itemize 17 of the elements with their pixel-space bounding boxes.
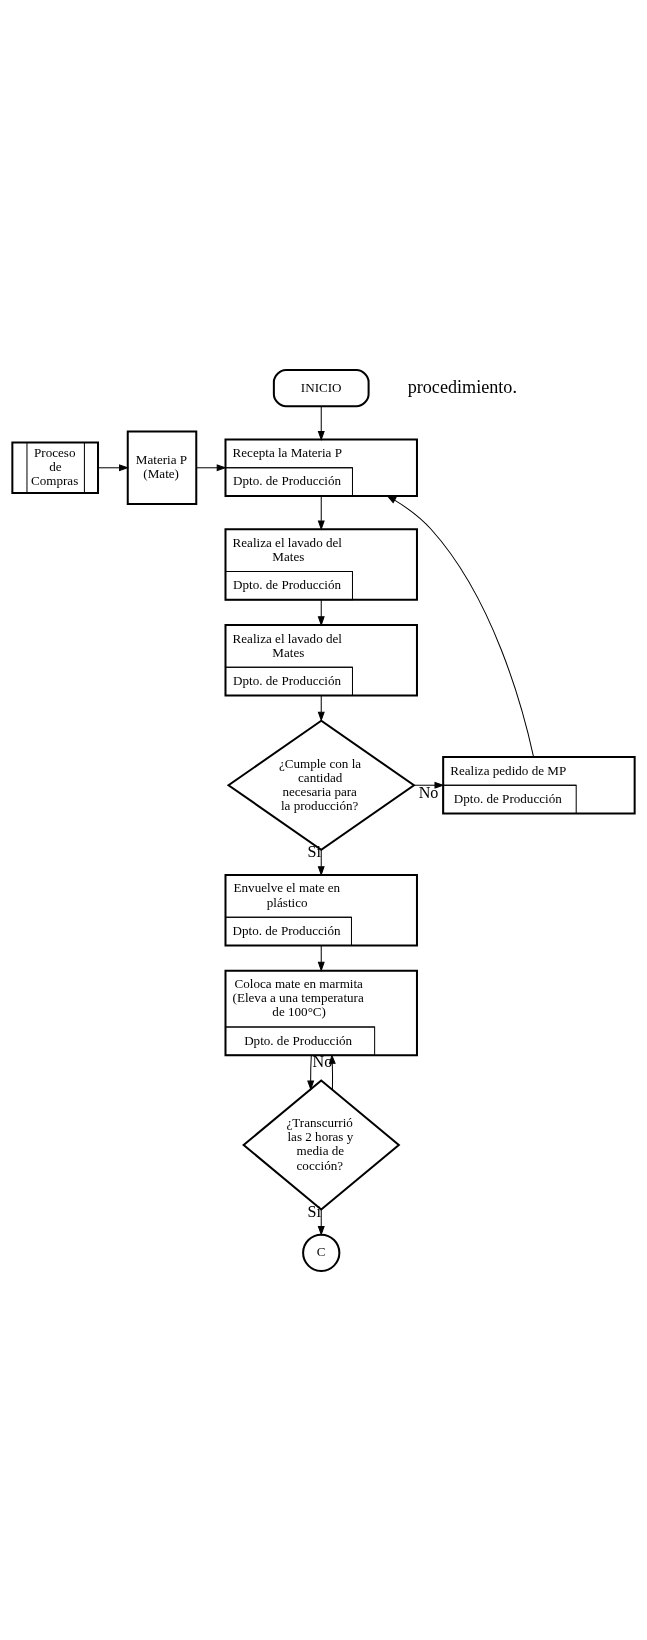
arrow [307,1054,315,1091]
arrow [97,463,130,471]
arrow [317,1208,325,1236]
arrow [317,495,325,531]
arrow [317,694,325,722]
node-box: Materia P (Mate) [126,430,198,505]
edge-label: No [418,783,439,801]
node-circle: C [302,1233,341,1272]
arrow [317,405,325,441]
arrow [196,463,227,471]
arrow [317,598,325,626]
label: procedimiento. [407,376,517,397]
arrow [386,494,535,757]
arrow [413,781,445,789]
arrow [317,944,325,972]
arrow [317,848,325,876]
node-box: INICIO [272,368,370,407]
